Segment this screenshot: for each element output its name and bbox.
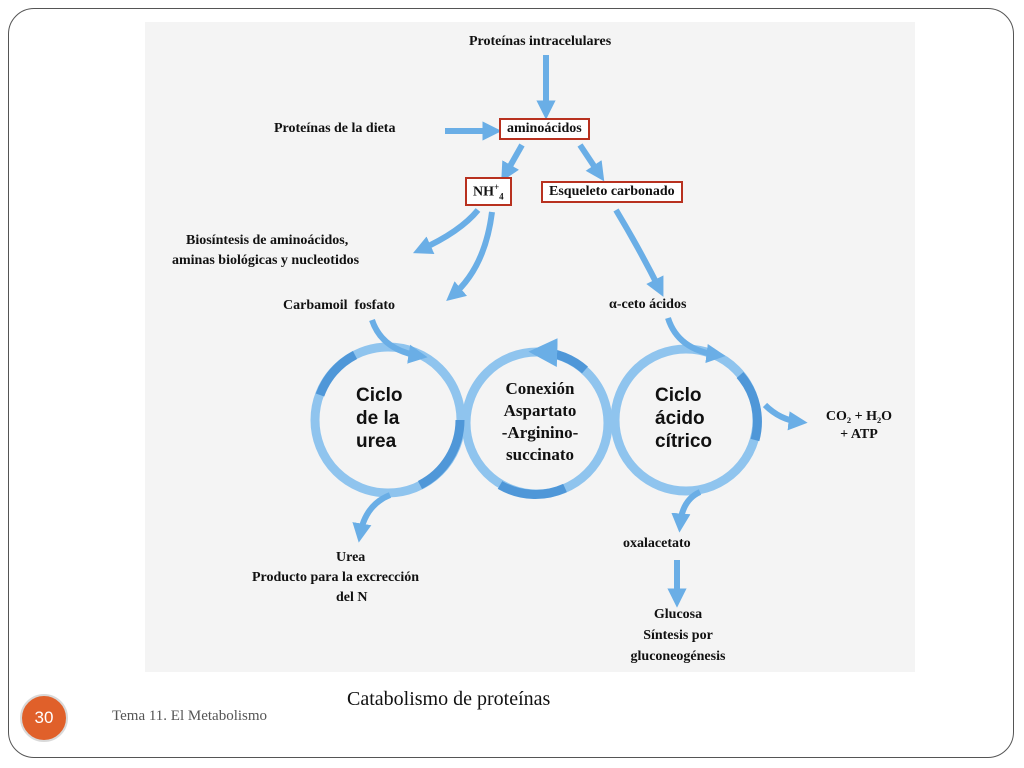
label-glucosa: Glucosa [653,607,703,622]
arrow-urea-producto [352,492,392,543]
label-oxalacetato: oxalacetato [623,536,691,551]
citric-cycle-arc [736,372,762,442]
urea-cycle-arc-2 [417,419,465,490]
conexion-line-4: succinato [506,445,574,464]
arrow-carbamoil-urea [369,318,428,364]
slide-caption: Catabolismo de proteínas [347,688,551,710]
arrow-ceto-citrico [665,316,726,364]
label-ciclo-urea: Ciclo de la urea [356,384,402,453]
label-biosintesis-1: Biosíntesis de aminoácidos, [186,233,349,248]
label-carbamoil-fosfato: Carbamoil fosfato [283,298,395,313]
conexion-line-3: -Arginino- [501,423,579,442]
nh4-sub: 4 [499,191,504,202]
label-producto-excrecion: Producto para la excrección [252,570,420,585]
arrow-aminoacidos-nh4 [501,143,525,182]
ciclo-urea-line-1: Ciclo [356,385,403,406]
slide-footer: Tema 11. El Metabolismo [112,708,268,724]
arrow-citrico-oxalacetato [671,489,702,533]
ciclo-citrico-line-2: ácido [655,408,705,429]
arrow-aminoacidos-esqueleto [577,143,605,182]
label-proteinas-dieta: Proteínas de la dieta [274,121,396,136]
label-proteinas-intracelulares: Proteínas intracelulares [469,34,612,49]
ciclo-citrico-line-1: Ciclo [655,385,702,406]
label-conexion: Conexión Aspartato -Arginino- succinato [492,378,588,466]
urea-cycle-arc [315,351,358,397]
slide-frame [8,8,1014,758]
page-number-badge: 30 [20,694,68,742]
ciclo-urea-line-2: de la [356,408,400,429]
arrow-nh4-carbamoil [446,211,495,301]
conexion-line-2: Aspartato [503,401,577,420]
box-esqueleto-carbonado: Esqueleto carbonado [541,181,683,203]
conexion-cycle-arc [528,338,588,374]
label-ciclo-citrico: Ciclo ácido cítrico [655,384,712,453]
label-del-n: del N [336,590,368,605]
arrow-esqueleto-ceto [613,208,664,297]
ciclo-urea-line-3: urea [356,431,397,452]
label-biosintesis-2: aminas biológicas y nucleotidos [172,253,360,268]
label-co2-h2o: CO₂ + H₂O [825,409,893,424]
label-atp: + ATP [840,427,878,442]
arrow-nh4-biosintesis [412,208,481,255]
nh4-text: NH [473,184,494,200]
label-urea: Urea [336,550,366,565]
arrow-citrico-co2 [762,402,808,431]
nh4-sup: + [494,182,500,192]
box-nh4: NH+4 [465,177,512,207]
conexion-cycle-arc-2 [497,481,567,499]
ciclo-citrico-line-3: cítrico [655,431,713,452]
label-ceto-acidos: α-ceto ácidos [609,297,687,312]
label-sintesis-por: Síntesis por [643,628,713,643]
conexion-line-1: Conexión [505,379,575,398]
label-gluconeogenesis: gluconeogénesis [630,649,726,664]
box-aminoacidos: aminoácidos [499,118,590,140]
